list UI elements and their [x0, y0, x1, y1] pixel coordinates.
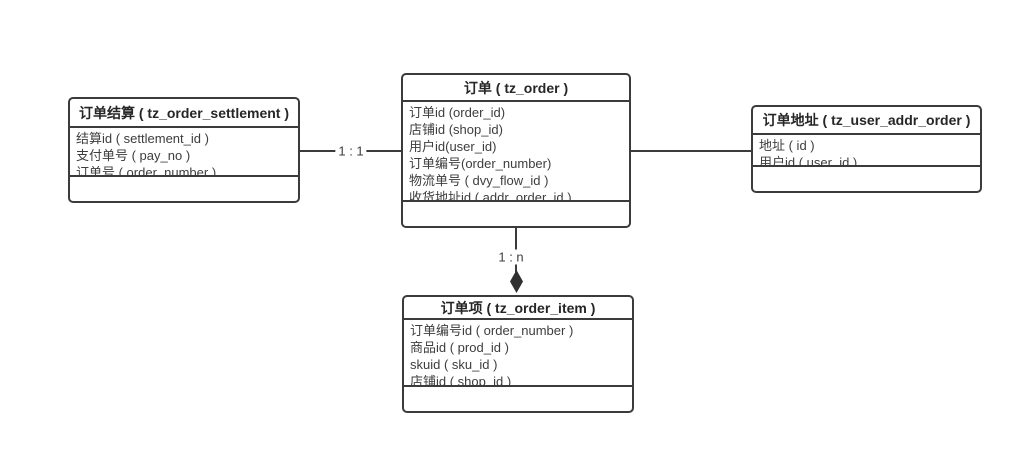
field-row: 商品id ( prod_id )	[410, 340, 509, 355]
field-row: 用户id ( user_id )	[759, 155, 858, 167]
entity-title-order-item: 订单项 ( tz_order_item )	[404, 297, 632, 320]
field-row: 订单编号(order_number)	[409, 156, 552, 171]
entity-user-addr-order: 订单地址 ( tz_user_addr_order ) 地址 ( id ) 用户…	[751, 105, 982, 193]
diamond-arrowhead-icon	[510, 270, 523, 293]
entity-footer	[70, 177, 298, 201]
field-row: 收货地址id ( addr_order_id )	[409, 190, 572, 202]
entity-fields-order-item: 订单编号id ( order_number ) 商品id ( prod_id )…	[404, 320, 632, 387]
connector-order-addr	[631, 150, 751, 152]
field-row: 店铺id ( shop_id )	[410, 374, 512, 387]
field-row: 店铺id (shop_id)	[409, 122, 503, 137]
entity-fields-order: 订单id (order_id) 店铺id (shop_id) 用户id(user…	[403, 102, 629, 202]
field-row: 订单id (order_id)	[409, 105, 506, 120]
entity-footer	[404, 387, 632, 411]
field-row: skuid ( sku_id )	[410, 357, 498, 372]
field-row: 订单号 ( order_number )	[76, 165, 217, 177]
entity-footer	[753, 167, 980, 191]
entity-fields-order-settlement: 结算id ( settlement_id ) 支付单号 ( pay_no ) 订…	[70, 128, 298, 177]
field-row: 结算id ( settlement_id )	[76, 131, 209, 146]
entity-title-order-settlement: 订单结算 ( tz_order_settlement )	[70, 99, 298, 128]
field-row: 支付单号 ( pay_no )	[76, 148, 191, 163]
entity-order-settlement: 订单结算 ( tz_order_settlement ) 结算id ( sett…	[68, 97, 300, 203]
field-row: 用户id(user_id)	[409, 139, 497, 154]
cardinality-label-one-to-n: 1 : n	[495, 249, 527, 265]
entity-title-user-addr-order: 订单地址 ( tz_user_addr_order )	[753, 107, 980, 135]
field-row: 物流单号 ( dvy_flow_id )	[409, 173, 549, 188]
cardinality-label-one-to-one: 1 : 1	[335, 143, 367, 159]
entity-fields-user-addr-order: 地址 ( id ) 用户id ( user_id )	[753, 135, 980, 167]
entity-footer	[403, 202, 629, 226]
field-row: 地址 ( id )	[759, 138, 815, 153]
entity-title-order: 订单 ( tz_order )	[403, 75, 629, 102]
entity-order: 订单 ( tz_order ) 订单id (order_id) 店铺id (sh…	[401, 73, 631, 228]
entity-order-item: 订单项 ( tz_order_item ) 订单编号id ( order_num…	[402, 295, 634, 413]
field-row: 订单编号id ( order_number )	[410, 323, 574, 338]
